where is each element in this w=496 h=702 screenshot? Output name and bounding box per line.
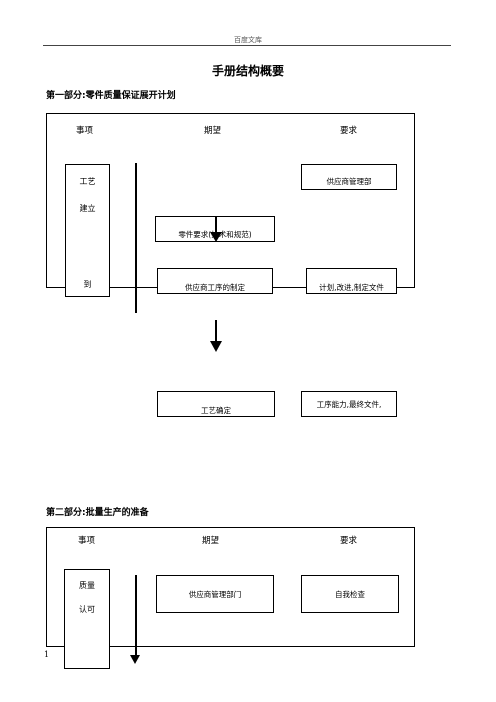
quality-box-line2: 认可 [79,605,95,614]
process-box-line1: 工艺 [79,177,96,186]
plan-improve-box: 计划,改进,制定文件 [306,268,397,294]
part2-frame [46,527,415,647]
part2-supplier-management-label: 供应商管理部门 [188,589,242,599]
arrow-shaft-2 [215,320,217,342]
supplier-management-box: 供应商管理部 [301,164,397,190]
part2-col-expectation: 期望 [202,536,220,546]
process-box-line2: 建立 [79,204,96,213]
part1-heading: 第一部分:零件质量保证展开计划 [46,91,176,101]
quality-box-line1: 质量 [79,581,95,590]
process-capability-box: 工序能力,最终文件, [301,391,397,417]
part2-col-item: 事项 [78,536,96,546]
part1-col-item: 事项 [76,126,94,136]
arrow-shaft-1 [215,216,217,234]
part2-timeline-line [135,575,137,655]
part1-timeline-line [135,163,137,313]
process-box-line3: 到 [83,280,92,289]
part2-quality-box: 质量 认可 [64,569,110,669]
supplier-management-label: 供应商管理部 [326,177,372,186]
supplier-process-label: 供应商工序的制定 [185,283,245,292]
part2-supplier-management-box: 供应商管理部门 [156,575,274,613]
process-confirm-box: 工艺确定 [157,391,275,417]
self-check-box: 自我检查 [301,575,399,613]
part1-col-requirement: 要求 [340,126,358,136]
self-check-label: 自我检查 [335,589,365,599]
process-confirm-label: 工艺确定 [201,406,231,415]
page-header: 百度文库 [234,36,262,44]
document-title: 手册结构概要 [211,64,284,78]
arrow-down-icon [210,341,222,352]
header-rule [43,45,451,46]
process-capability-label: 工序能力,最终文件, [316,399,382,409]
arrow-down-icon [210,232,222,242]
supplier-process-box: 供应商工序的制定 [157,268,273,294]
plan-improve-label: 计划,改进,制定文件 [319,283,384,292]
part2-col-requirement: 要求 [340,536,358,546]
part1-col-expectation: 期望 [204,126,222,136]
part1-process-box: 工艺 建立 到 [65,164,110,297]
page-number: 1 [44,650,50,659]
arrow-down-icon [130,655,140,664]
part2-heading: 第二部分:批量生产的准备 [46,508,149,518]
